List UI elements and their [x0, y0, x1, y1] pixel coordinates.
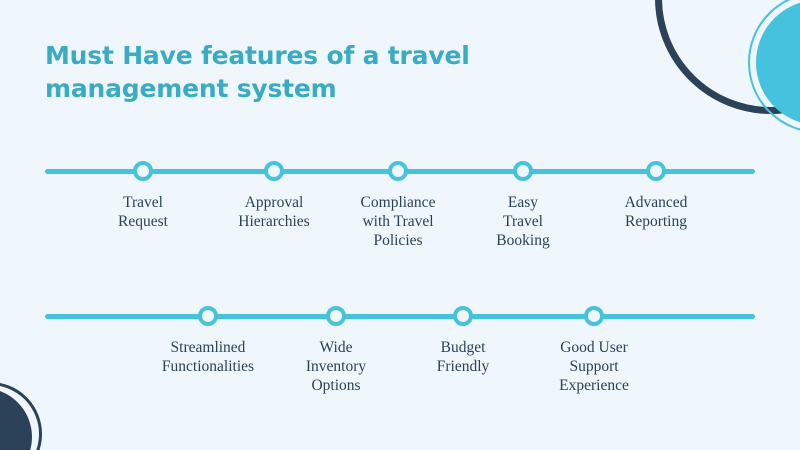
- timeline-node-label: Approval Hierarchies: [238, 194, 310, 230]
- timeline-node-label: Good User Support Experience: [559, 339, 629, 394]
- teal-filled-circle-decoration: [756, 0, 800, 125]
- timeline-node-label: Advanced Reporting: [624, 194, 688, 230]
- timeline-node-marker[interactable]: [198, 306, 218, 326]
- timeline-node-marker[interactable]: [513, 161, 533, 181]
- timeline-node-marker[interactable]: [326, 306, 346, 326]
- timeline-node-label: Travel Request: [118, 194, 168, 230]
- timeline-node-marker[interactable]: [264, 161, 284, 181]
- timeline-node-label: Budget Friendly: [436, 339, 490, 375]
- timeline-track: [45, 314, 755, 319]
- navy-outline-ring-decoration: [0, 382, 42, 450]
- timeline-node-marker[interactable]: [133, 161, 153, 181]
- timeline-node-marker[interactable]: [646, 161, 666, 181]
- timeline-node-label: Easy Travel Booking: [496, 194, 550, 249]
- timeline-node-marker[interactable]: [453, 306, 473, 326]
- timeline-node-label: Wide Inventory Options: [305, 339, 367, 394]
- navy-filled-circle-decoration: [0, 388, 32, 450]
- timeline-node-label: Compliance with Travel Policies: [360, 194, 436, 249]
- timeline-node-marker[interactable]: [584, 306, 604, 326]
- teal-outline-ring-decoration: [748, 0, 800, 133]
- timeline-node-label: Streamlined Functionalities: [161, 339, 255, 375]
- page-title: Must Have features of a travel managemen…: [45, 41, 470, 103]
- timeline-node-marker[interactable]: [388, 161, 408, 181]
- navy-arc-ring-decoration: [655, 0, 800, 114]
